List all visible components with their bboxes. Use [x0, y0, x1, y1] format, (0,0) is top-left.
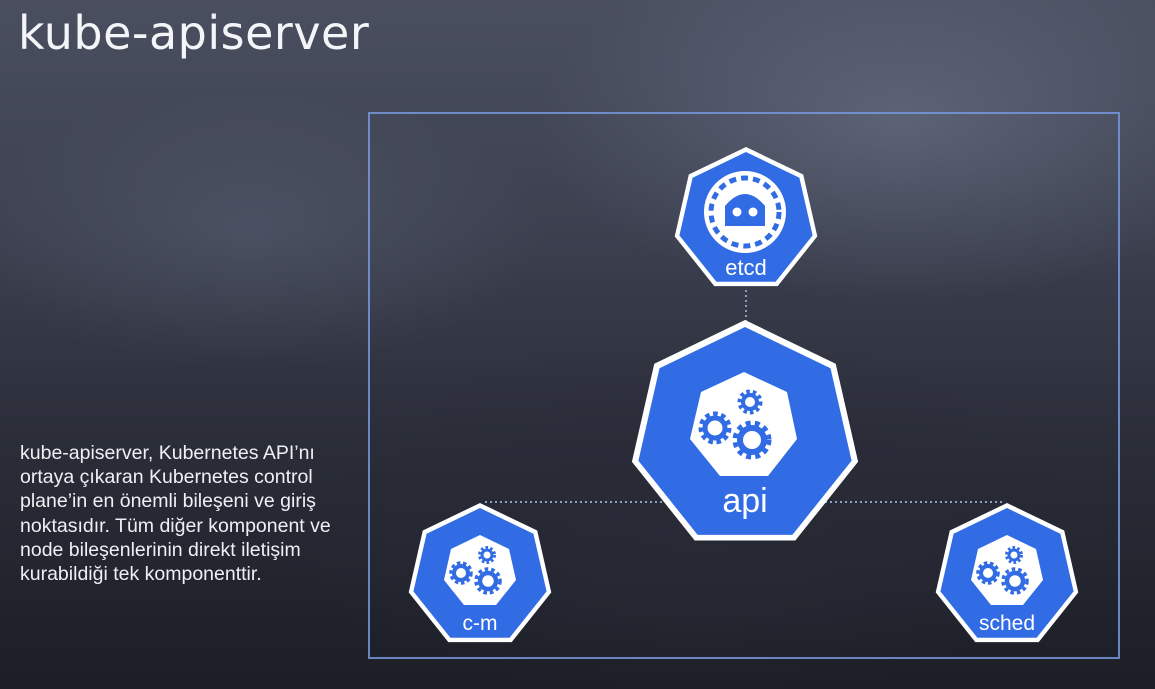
slide-description: kube-apiserver, Kubernetes API’nı ortaya… [20, 442, 331, 586]
controller-manager-node[interactable]: c-m [408, 503, 552, 643]
etcd-robot-icon [704, 171, 786, 253]
cm-gears-icon [444, 535, 516, 605]
cm-label: c-m [463, 612, 498, 635]
etcd-node[interactable]: etcd [674, 147, 818, 287]
api-node[interactable]: api [631, 320, 859, 541]
api-gears-icon [690, 372, 797, 476]
sched-gears-icon [971, 535, 1043, 605]
api-label: api [722, 482, 767, 520]
slide-title: kube-apiserver [18, 6, 370, 60]
scheduler-node[interactable]: sched [935, 503, 1079, 643]
control-plane-frame [368, 112, 1120, 659]
sched-label: sched [979, 612, 1035, 635]
etcd-label: etcd [725, 255, 767, 280]
